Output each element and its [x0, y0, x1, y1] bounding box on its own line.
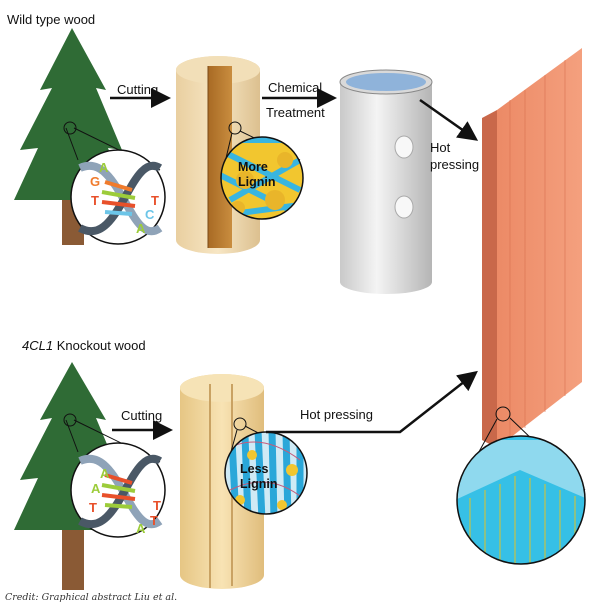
less-label: Less — [240, 462, 269, 476]
arrow-hot-pressing-bottom — [266, 370, 478, 434]
hot-label-top: Hot — [430, 140, 451, 155]
dna-base: T — [153, 498, 161, 513]
dna-base: A — [136, 221, 146, 236]
pressing-label-top: pressing — [430, 157, 480, 172]
dna-base: T — [150, 513, 158, 528]
dna-base: T — [151, 193, 159, 208]
more-label: More — [238, 160, 268, 174]
hot-pressing-label-bottom: Hot pressing — [300, 407, 373, 422]
dna-base: A — [100, 466, 110, 481]
arrow-hot-pressing-top — [419, 98, 479, 141]
dna-base: A — [136, 521, 146, 536]
image-credit: Credit: Graphical abstract Liu et al. — [5, 592, 178, 603]
dna-zoom-knockout — [63, 413, 166, 538]
dna-base: A — [91, 481, 101, 496]
knockout-title-rest: Knockout wood — [53, 338, 146, 353]
dna-base: T — [89, 500, 97, 515]
lignin-zoom-less — [224, 417, 308, 515]
log-knockout — [180, 374, 264, 589]
dna-base: T — [91, 193, 99, 208]
lignin-label-bottom: Lignin — [240, 477, 278, 491]
wild-type-title: Wild type wood — [7, 12, 96, 27]
cutting-label-top: Cutting — [117, 82, 159, 97]
knockout-title: 4CL1 Knockout wood — [22, 338, 146, 353]
cutting-label-bottom: Cutting — [121, 408, 163, 423]
dna-base: C — [145, 207, 155, 222]
gene-name: 4CL1 — [22, 338, 54, 353]
chemical-label: Chemical — [268, 80, 323, 95]
treatment-label: Treatment — [266, 105, 325, 120]
chemical-reactor — [339, 69, 433, 294]
dna-base: G — [90, 174, 101, 189]
pressed-wood-board — [456, 48, 586, 565]
lignin-label-top: Lignin — [238, 175, 276, 189]
dna-zoom-wild-type — [63, 121, 166, 245]
dna-base: A — [99, 160, 109, 175]
